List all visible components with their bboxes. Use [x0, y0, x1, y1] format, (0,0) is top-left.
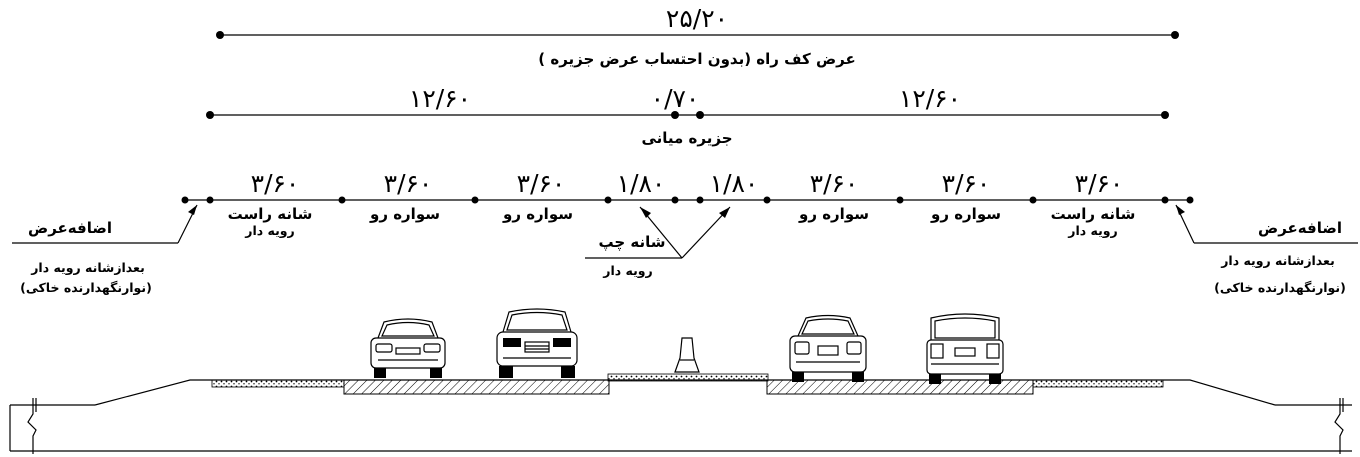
car-front-2 — [496, 308, 578, 378]
lane-width-8: ۳/۶۰ — [1075, 169, 1124, 198]
left-shoulder-callout: شانه چپ رویه دار — [585, 206, 731, 278]
lane-width-1: ۳/۶۰ — [251, 169, 300, 198]
lane-label-8b: رویه دار — [1067, 223, 1118, 238]
lane-width-dimension: ۳/۶۰ ۳/۶۰ ۳/۶۰ ۱/۸۰ ۱/۸۰ ۳/۶۰ ۳/۶۰ ۳/۶۰ … — [181, 169, 1194, 238]
lane-label-2: سواره رو — [369, 205, 440, 223]
half-width-dimension: ۱۲/۶۰ ۰/۷۰ ۱۲/۶۰ جزیره میانی — [206, 84, 1169, 147]
extra-width-right-line1: بعدازشانه رویه دار — [1220, 253, 1335, 268]
lane-label-8a: شانه راست — [1051, 205, 1136, 223]
lane-width-4: ۱/۸۰ — [617, 169, 666, 198]
car-front-1 — [370, 318, 446, 378]
pavement-section — [9, 373, 1352, 454]
total-width-dimension: ۲۵/۲۰ عرض کف راه (بدون احتساب عرض جزیره … — [216, 4, 1179, 68]
lane-label-1a: شانه راست — [228, 205, 313, 223]
lane-label-7: سواره رو — [930, 205, 1001, 223]
lane-width-6: ۳/۶۰ — [810, 169, 859, 198]
right-half-value: ۱۲/۶۰ — [899, 84, 961, 113]
car-rear-1 — [789, 314, 867, 382]
car-rear-2 — [926, 313, 1004, 384]
extra-width-right-line2: (نوارنگهدارنده خاکی) — [1214, 280, 1346, 295]
extra-width-left: اضافه‌عرض بعدازشانه رویه دار (نوارنگهدار… — [12, 204, 198, 295]
extra-width-right: اضافه‌عرض بعدازشانه رویه دار (نوارنگهدار… — [1175, 204, 1358, 295]
extra-width-left-line2: (نوارنگهدارنده خاکی) — [20, 280, 152, 295]
median-value: ۰/۷۰ — [651, 84, 700, 113]
lane-width-2: ۳/۶۰ — [384, 169, 433, 198]
extra-width-left-title: اضافه‌عرض — [28, 219, 112, 237]
total-width-value: ۲۵/۲۰ — [666, 4, 728, 33]
lane-width-5: ۱/۸۰ — [710, 169, 759, 198]
lane-label-6: سواره رو — [798, 205, 869, 223]
extra-width-left-line1: بعدازشانه رویه دار — [30, 260, 145, 275]
lane-width-3: ۳/۶۰ — [517, 169, 566, 198]
lane-width-7: ۳/۶۰ — [942, 169, 991, 198]
median-barrier — [674, 337, 700, 373]
median-label: جزیره میانی — [641, 129, 732, 147]
lane-label-1b: رویه دار — [244, 223, 295, 238]
left-shoulder-label-b: رویه دار — [602, 263, 653, 278]
total-width-label: عرض کف راه (بدون احتساب عرض جزیره ) — [538, 50, 855, 68]
left-shoulder-label-a: شانه چپ — [598, 233, 665, 252]
left-half-value: ۱۲/۶۰ — [409, 84, 471, 113]
extra-width-right-title: اضافه‌عرض — [1258, 219, 1342, 237]
lane-label-3: سواره رو — [502, 205, 573, 223]
